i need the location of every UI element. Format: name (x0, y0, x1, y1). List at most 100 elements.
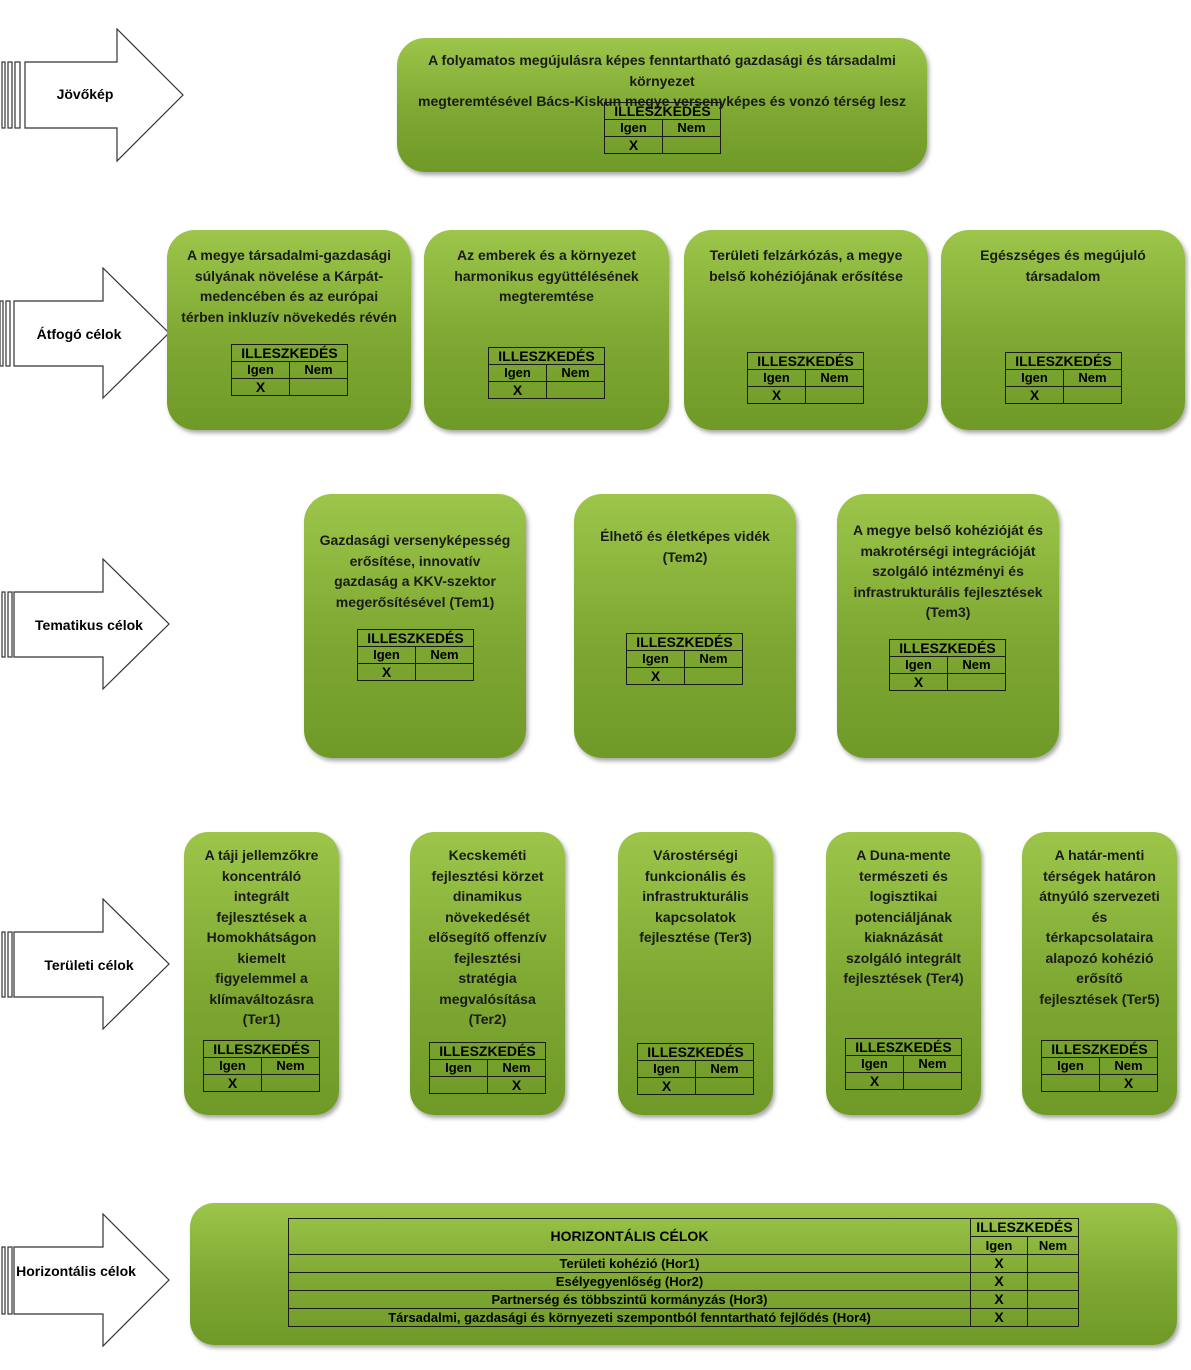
goal-line: fejlesztések (Ter4) (843, 970, 964, 986)
goal-line: kiemelt (237, 949, 286, 966)
goal-line: A határ-menti (1054, 847, 1145, 863)
level-label-vision: Jövőkép (56, 86, 114, 102)
horizontal-goal-label: Társadalmi, gazdasági és környezeti szem… (288, 1308, 971, 1327)
goal-line: (Tem3) (925, 604, 971, 620)
goal-line: figyelemmel a (215, 970, 308, 986)
goal-text: Területi felzárkózás, a megye belső kohéz… (694, 245, 918, 286)
fit-yes-cell: X (357, 663, 416, 681)
horizontal-goals-table: HORIZONTÁLIS CÉLOK ILLESZKEDÉS Igen Nem … (288, 1218, 1079, 1327)
goal-line: elősegítő offenzív (428, 929, 547, 945)
fit-header: ILLESZKEDÉS (1041, 1040, 1158, 1058)
fit-yes-header: Igen (357, 646, 416, 664)
fit-yes-cell: X (747, 386, 806, 404)
goal-line: logisztikai (869, 888, 938, 904)
goal-line: erősítése, innovatív (349, 552, 481, 569)
goal-line: megvalósítása (439, 990, 536, 1007)
fit-header: ILLESZKEDÉS (488, 347, 605, 365)
horizontal-goal-label: Területi kohézió (Hor1) (288, 1254, 971, 1273)
goal-line: megerősítésével (Tem1) (335, 593, 495, 610)
goal-line: A táji jellemzőkre (204, 847, 319, 863)
fit-no-cell (1027, 1308, 1079, 1327)
fit-header: ILLESZKEDÉS (1005, 352, 1122, 370)
goal-text: Élhető és életképes vidék (Tem2) (584, 526, 786, 567)
goal-line: A megye társadalmi-gazdasági (186, 247, 392, 263)
level-arrow-overarching: Átfogó célok (0, 267, 172, 400)
fit-no-header: Nem (1027, 1236, 1079, 1255)
fit-yes-cell: X (488, 381, 547, 399)
goal-line: (Tem2) (662, 548, 708, 565)
goal-line: koncentráló (221, 867, 302, 884)
horizontal-goal-label: Esélyegyenlőség (Hor2) (288, 1272, 971, 1291)
fit-no-cell (1027, 1272, 1079, 1291)
fit-no-cell (695, 1077, 754, 1095)
fit-header: ILLESZKEDÉS (970, 1218, 1079, 1237)
fit-header: ILLESZKEDÉS (203, 1040, 320, 1058)
fit-yes-cell: X (604, 136, 663, 154)
fit-header: ILLESZKEDÉS (889, 639, 1006, 657)
thematic-goal-2: Élhető és életképes vidék (Tem2) ILLESZKE… (574, 494, 796, 758)
fit-no-cell (546, 381, 605, 399)
vision-line: A folyamatos megújulásra képes fenntarth… (428, 52, 896, 89)
goal-line: erősítő (1076, 970, 1123, 986)
goal-line: (Ter2) (468, 1011, 507, 1027)
fit-no-cell (805, 386, 864, 404)
level-label-horizontal: Horizontális célok (14, 1261, 138, 1281)
fit-yes-header: Igen (970, 1236, 1028, 1255)
fit-yes-cell (429, 1076, 488, 1094)
goal-line: klímaváltozásra (209, 990, 314, 1007)
goal-line: megteremtése (499, 288, 594, 304)
goal-line: A Duna-mente (856, 847, 951, 863)
level-arrow-vision: Jövőkép (0, 28, 186, 163)
goal-line: térben inkluzív növekedés révén (181, 308, 397, 325)
level-label-territorial: Területi célok (44, 957, 134, 973)
fit-no-header: Nem (1099, 1057, 1158, 1075)
goal-line: Területi felzárkózás, a megye (709, 247, 903, 263)
vision-text: A folyamatos megújulásra képes fenntarth… (403, 50, 921, 112)
fit-no-header: Nem (1063, 369, 1122, 387)
fit-yes-cell: X (970, 1290, 1028, 1309)
fit-header: ILLESZKEDÉS (637, 1043, 754, 1061)
goal-line: stratégia (458, 970, 517, 986)
goal-line: Egészséges és megújuló (980, 247, 1146, 263)
fit-yes-header: Igen (845, 1055, 904, 1073)
level-label-thematic: Tematikus célok (35, 617, 143, 633)
table-row: Társadalmi, gazdasági és környezeti szem… (288, 1308, 1079, 1327)
fit-no-header: Nem (546, 364, 605, 382)
goal-line: funkcionális és (644, 867, 747, 884)
fit-yes-cell: X (970, 1308, 1028, 1327)
goal-line: Kecskeméti (448, 847, 527, 863)
fit-yes-header: Igen (1041, 1057, 1100, 1075)
goal-line: Élhető és életképes vidék (600, 528, 770, 544)
fit-no-cell: X (487, 1076, 546, 1094)
thematic-goal-1: Gazdasági versenyképesség erősítése, inno… (304, 494, 526, 758)
fit-header: ILLESZKEDÉS (429, 1042, 546, 1060)
goal-line: átnyúló szervezeti (1039, 888, 1160, 904)
fit-yes-header: Igen (429, 1059, 488, 1077)
fit-yes-cell: X (970, 1272, 1028, 1291)
fit-header: ILLESZKEDÉS (845, 1038, 962, 1056)
goal-line: Gazdasági versenyképesség (319, 532, 511, 548)
goal-line: dinamikus (452, 888, 523, 904)
goal-line: növekedését (445, 908, 530, 925)
fit-no-header: Nem (415, 646, 474, 664)
goal-line: belső kohéziójának erősítése (709, 267, 903, 284)
fit-yes-header: Igen (203, 1057, 262, 1075)
level-label-horizontal-text: Horizontális célok (16, 1263, 136, 1279)
goal-line: társadalom (1025, 267, 1101, 284)
